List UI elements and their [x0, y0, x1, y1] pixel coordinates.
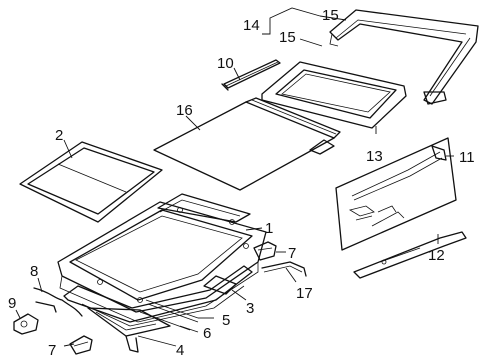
part-4-lower-frame — [63, 265, 253, 353]
callout-7-lower: 7 — [48, 342, 56, 359]
part-13-rear-glass-frame — [261, 61, 407, 129]
part-10-wind-deflector — [221, 59, 281, 91]
part-2-glass-panel — [19, 141, 163, 223]
callout-10: 10 — [217, 55, 234, 72]
callout-9: 9 — [8, 295, 16, 312]
callout-8: 8 — [30, 263, 38, 280]
part-3-drain-bracket — [203, 275, 237, 295]
callout-4: 4 — [176, 342, 184, 359]
part-8-drain-hose — [33, 287, 83, 317]
callout-12: 12 — [428, 247, 445, 264]
callout-15-mid: 15 — [279, 29, 296, 46]
callout-5: 5 — [222, 312, 230, 329]
callout-14: 14 — [243, 17, 260, 34]
callout-2: 2 — [55, 127, 63, 144]
callout-6: 6 — [203, 325, 211, 342]
part-7-bracket-lower — [69, 335, 93, 355]
part-11-component-box — [335, 137, 457, 251]
part-16-sunshade — [153, 97, 341, 191]
callout-3: 3 — [246, 300, 254, 317]
part-9-motor — [13, 313, 39, 335]
callout-7-upper: 7 — [288, 245, 296, 262]
callout-15-top: 15 — [322, 7, 339, 24]
part-7-bracket-upper — [253, 241, 277, 261]
callout-13: 13 — [366, 148, 383, 165]
callout-16: 16 — [176, 102, 193, 119]
part-15-outer-rail-frame — [329, 9, 479, 105]
callout-17: 17 — [296, 285, 313, 302]
part-1-sunroof-housing — [57, 193, 267, 323]
callout-11: 11 — [459, 149, 475, 166]
part-12-drive-cable — [353, 231, 467, 279]
part-5-cable — [145, 299, 199, 323]
part-17-drain-tube — [261, 261, 307, 277]
callout-1: 1 — [265, 220, 273, 237]
leader-lines — [15, 7, 454, 347]
